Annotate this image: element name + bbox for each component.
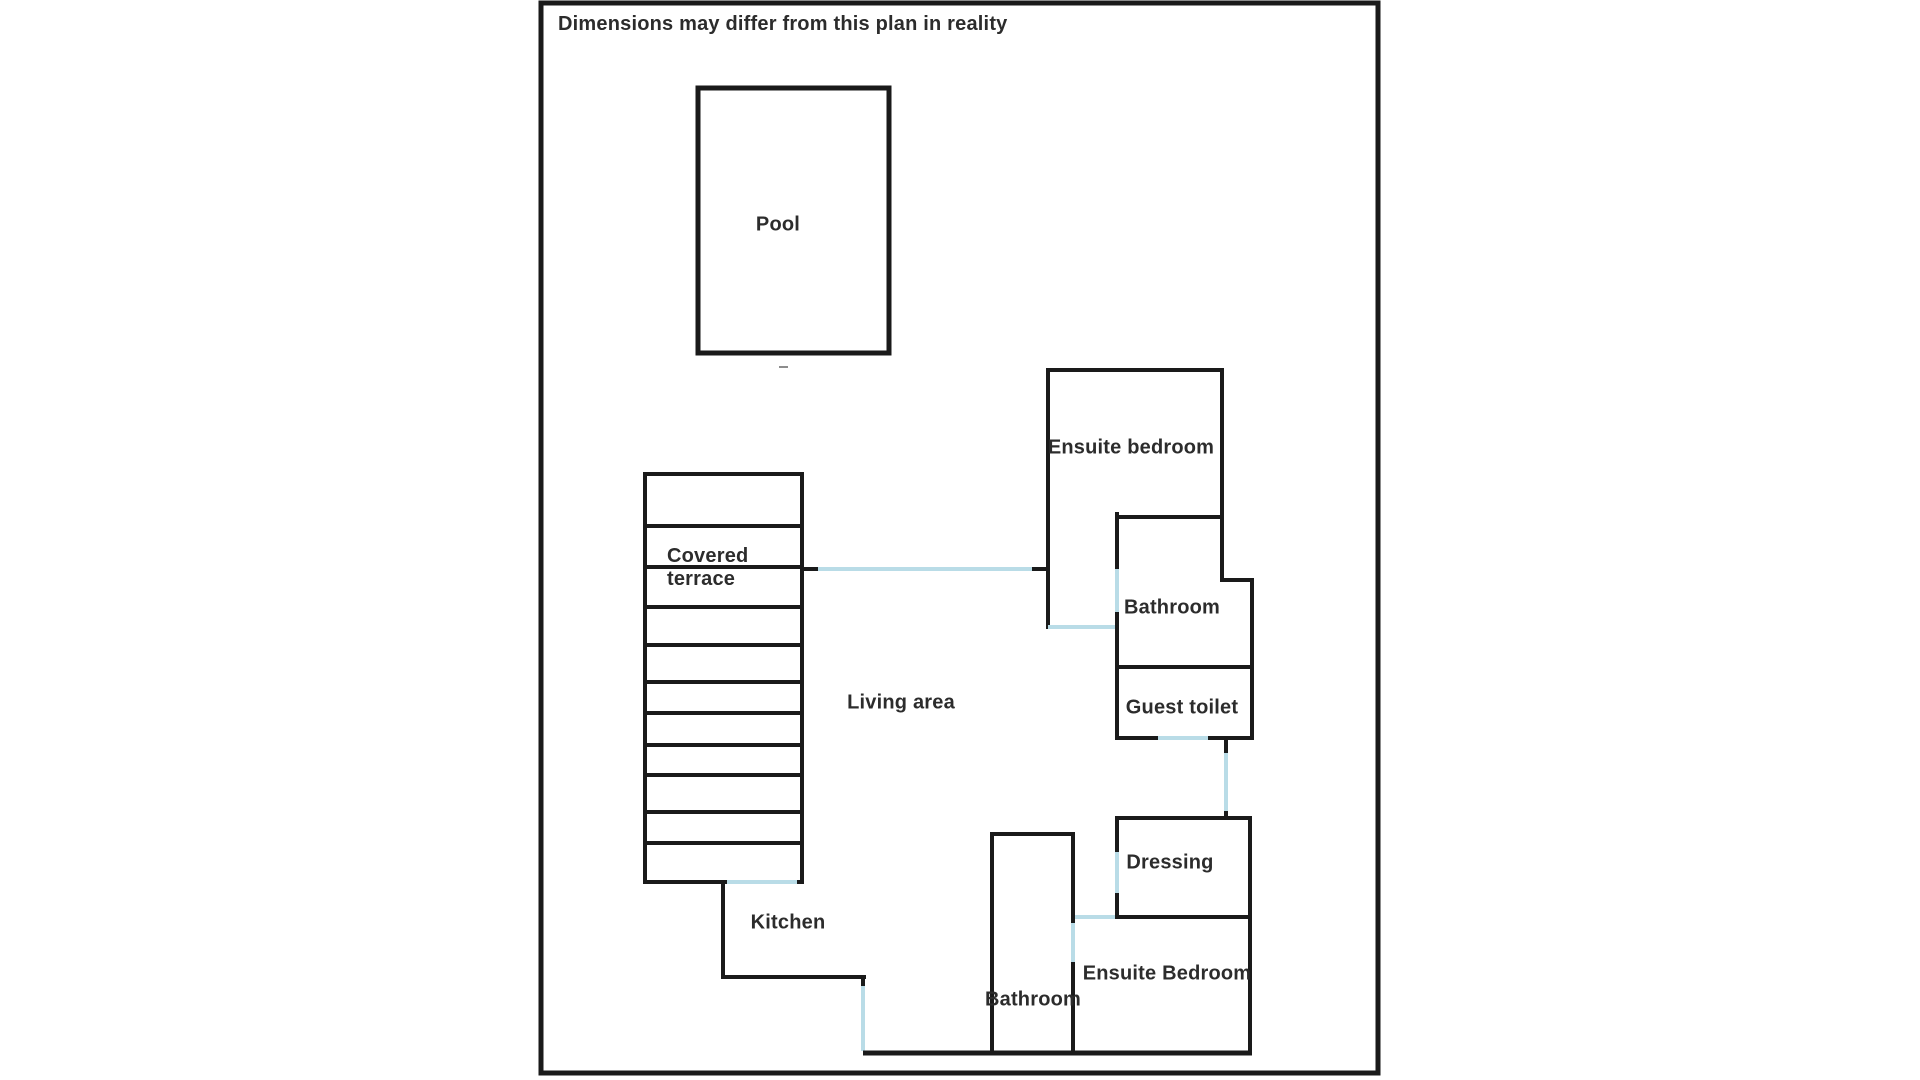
covered-terrace-label-line1: Covered: [667, 545, 749, 567]
bathroom-upper-label: Bathroom: [1123, 596, 1221, 619]
pool-label: Pool: [755, 213, 801, 236]
plan-outer-border: [538, 0, 1381, 1076]
guest-toilet-label: Guest toilet: [1125, 696, 1239, 719]
dressing-label: Dressing: [1126, 851, 1214, 874]
pool-outline: [695, 85, 892, 356]
kitchen-label: Kitchen: [750, 911, 826, 934]
ensuite-bedroom-lower-label: Ensuite Bedroom: [1082, 962, 1252, 985]
ensuite-bedroom-upper-label: Ensuite bedroom: [1047, 436, 1215, 459]
living-area-label: Living area: [847, 691, 955, 714]
plan-disclaimer: Dimensions may differ from this plan in …: [558, 13, 1008, 35]
covered-terrace-label: Covered terrace: [667, 545, 748, 591]
terrace-slats: [645, 524, 802, 845]
covered-terrace-label-line2: terrace: [667, 568, 736, 590]
bathroom-lower-label: Bathroom: [984, 988, 1082, 1011]
